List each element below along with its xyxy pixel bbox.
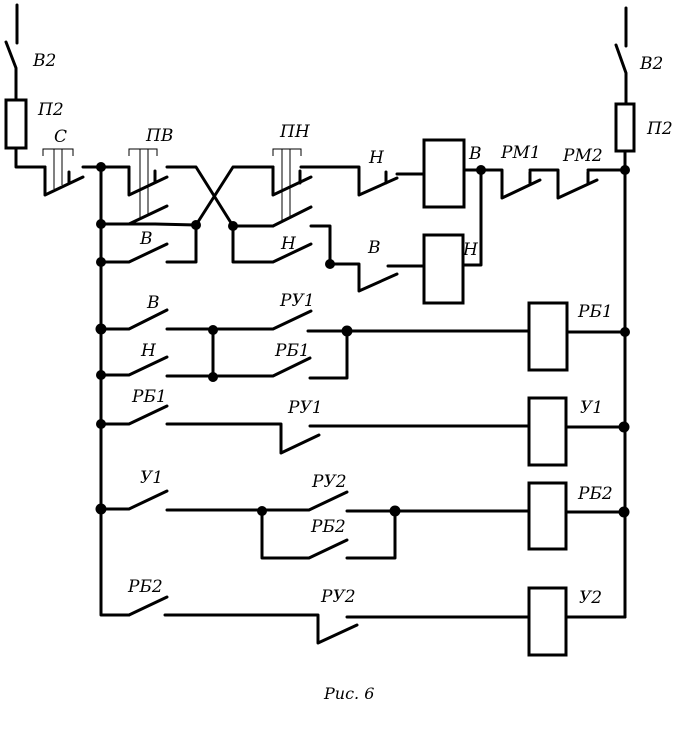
label-rb1-row5: РБ1 [131, 387, 167, 407]
label-rb1-row4: РБ1 [274, 341, 310, 361]
label-n-row2: Н [280, 234, 297, 254]
left-bus [99, 165, 131, 617]
coil-v [422, 138, 466, 209]
junction-dots [95, 162, 630, 518]
label-rm2: РМ2 [562, 146, 603, 166]
right-fuse-p2 [614, 102, 636, 153]
label-n-coil: Н [462, 240, 479, 260]
label-u1-row6: У1 [140, 468, 163, 488]
contact-pn-top [271, 165, 313, 197]
left-switch-v2 [4, 3, 19, 102]
label-rb2-coil: РБ2 [577, 484, 613, 504]
label-v2-left: В2 [32, 51, 56, 71]
row7-wires [127, 595, 531, 645]
left-feed-wire [14, 146, 47, 169]
contact-v-row2 [99, 223, 198, 264]
coil-u2 [527, 586, 568, 657]
label-pv: ПВ [145, 126, 173, 146]
contact-pn-actuator [272, 148, 302, 222]
label-ru2-row6: РУ2 [311, 472, 347, 492]
label-ru2-row7: РУ2 [320, 587, 356, 607]
contact-pn-bottom [271, 205, 313, 228]
coil-u1 [527, 396, 568, 467]
label-pn: ПН [279, 122, 311, 142]
label-u1-coil: У1 [580, 398, 603, 418]
contact-s [43, 165, 85, 197]
label-v-row2: В [139, 229, 153, 249]
coil-n [422, 233, 465, 305]
label-n-top: Н [368, 148, 385, 168]
label-rb1-coil: РБ1 [577, 302, 613, 322]
label-v-row3: В [146, 293, 160, 313]
contact-pv-actuator [128, 148, 158, 220]
coil-rb1 [527, 301, 569, 372]
label-s: С [54, 127, 67, 147]
row6-parallel-branch [260, 509, 397, 560]
row5-wires [99, 404, 531, 455]
row6-wires [99, 489, 531, 513]
label-ru1-row3: РУ1 [279, 291, 315, 311]
label-v2-right: В2 [639, 54, 663, 74]
wire-cross-b [194, 165, 275, 227]
contact-pv-bottom [99, 204, 198, 227]
contact-n-row2 [231, 224, 426, 293]
figure-caption: Рис. 6 [323, 684, 374, 703]
label-rb2-row7: РБ2 [127, 577, 163, 597]
row4-wires [99, 329, 349, 380]
label-v-row2b: В [367, 238, 381, 258]
wire-cross-a [165, 165, 275, 228]
label-ru1-row5: РУ1 [287, 398, 323, 418]
wire-coil-n [461, 168, 483, 267]
contact-pv-top [127, 165, 169, 197]
label-p2-left: П2 [37, 100, 64, 120]
coil-rb2 [527, 481, 568, 551]
right-switch-v2 [614, 6, 628, 106]
label-u2-coil: У2 [579, 588, 602, 608]
left-fuse-p2 [4, 98, 28, 150]
row3-wires [99, 308, 531, 333]
contact-s-actuator [42, 148, 74, 189]
label-n-row4: Н [140, 341, 157, 361]
label-rm1: РМ1 [500, 143, 541, 163]
label-p2-right: П2 [646, 119, 673, 139]
label-v-coil: В [468, 144, 482, 164]
contact-n-top [299, 165, 426, 197]
label-rb2-row6b: РБ2 [310, 517, 346, 537]
contacts-rm1-rm2 [462, 168, 627, 200]
